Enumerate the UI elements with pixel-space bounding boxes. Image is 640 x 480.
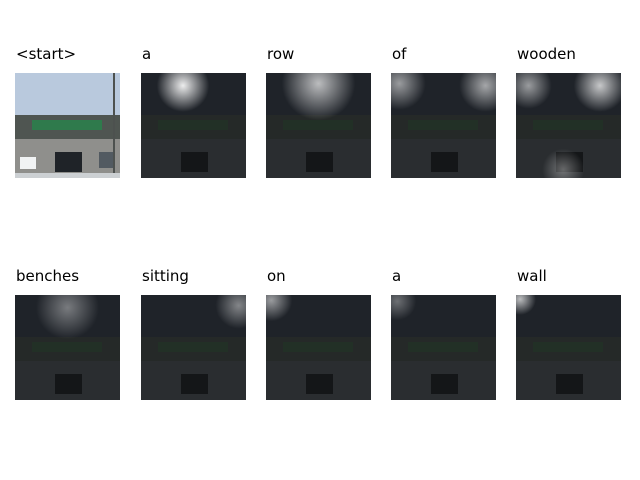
token-word: row xyxy=(267,45,295,63)
attention-map xyxy=(15,295,120,400)
attention-map xyxy=(516,295,621,400)
token-word: wooden xyxy=(517,45,576,63)
attention-map xyxy=(516,73,621,178)
token-word: sitting xyxy=(142,267,189,285)
token-word: a xyxy=(392,267,402,285)
scene-image xyxy=(15,73,120,178)
token-word: <start> xyxy=(16,45,77,63)
attention-map xyxy=(141,295,246,400)
attention-map xyxy=(141,73,246,178)
attention-map xyxy=(266,73,371,178)
attention-map xyxy=(391,73,496,178)
token-word: of xyxy=(392,45,407,63)
attention-map xyxy=(391,295,496,400)
token-word: on xyxy=(267,267,286,285)
token-word: wall xyxy=(517,267,547,285)
attention-map xyxy=(266,295,371,400)
token-word: benches xyxy=(16,267,80,285)
token-word: a xyxy=(142,45,152,63)
